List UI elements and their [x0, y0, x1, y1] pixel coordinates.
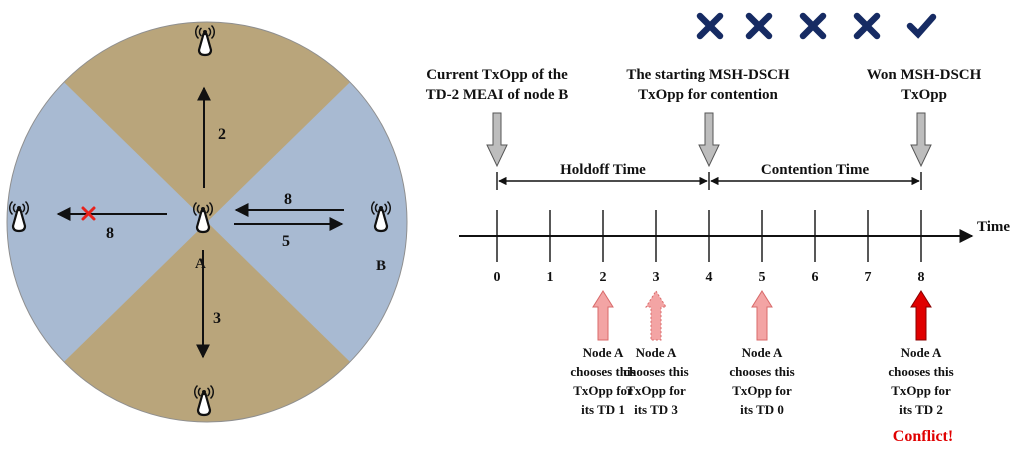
conflict-label: Conflict! [893, 428, 953, 444]
header-current-line1: Current TxOpp of the [426, 67, 568, 83]
time-axis-label: Time [977, 219, 1010, 235]
note-text-line: chooses this [888, 364, 953, 379]
check-mark-icon [906, 13, 937, 39]
contention-label: Contention Time [761, 162, 870, 178]
tick-label: 0 [494, 270, 501, 285]
gray-pointer-arrows [486, 112, 932, 168]
note-text-line: TxOpp for [573, 383, 633, 398]
note-text-line: Node A [583, 345, 624, 360]
tick-label: 1 [547, 270, 554, 285]
status-marks [696, 12, 937, 40]
span-brackets [496, 172, 922, 190]
label-down: 3 [213, 310, 221, 327]
note-text-line: chooses this [623, 364, 688, 379]
note-text-line: its TD 2 [899, 402, 943, 417]
label-up: 2 [218, 126, 226, 143]
note-text-line: its TD 0 [740, 402, 784, 417]
blocked-cross-icon [81, 206, 96, 221]
timeline-headers: Current TxOpp of the TD-2 MEAI of node B… [426, 67, 982, 103]
note-text-line: TxOpp for [626, 383, 686, 398]
note-text-line: TxOpp for [732, 383, 792, 398]
node-a-label: A [195, 256, 206, 272]
axis-ticks: 0 1 2 3 4 5 6 7 8 [494, 210, 925, 285]
note-text-line: Node A [901, 345, 942, 360]
note-text-line: its TD 1 [581, 402, 625, 417]
header-start-line1: The starting MSH-DSCH [626, 67, 790, 83]
note-text-line: Node A [742, 345, 783, 360]
selection-arrow-icon [751, 290, 773, 341]
topology-circle: 2 3 8 8 5 A B [6, 21, 408, 423]
label-a-to-b: 5 [282, 233, 290, 250]
note-text-line: chooses this [729, 364, 794, 379]
label-b-to-a: 8 [284, 191, 292, 208]
header-start-line2: TxOpp for contention [638, 87, 778, 103]
label-left: 8 [106, 225, 114, 242]
selection-arrow-icon [910, 290, 932, 341]
tick-label: 6 [812, 270, 819, 285]
node-b-label: B [376, 258, 386, 274]
x-mark-icon [799, 12, 827, 40]
tick-label: 8 [918, 270, 925, 285]
circle-outline [6, 21, 408, 423]
pointer-start-icon [698, 112, 720, 168]
selection-arrow-icon [645, 290, 667, 341]
note-text-line: chooses this [570, 364, 635, 379]
holdoff-label: Holdoff Time [560, 162, 646, 178]
x-mark-icon [745, 12, 773, 40]
selection-arrow-icon [592, 290, 614, 341]
pointer-won-icon [910, 112, 932, 168]
note-text-line: Node A [636, 345, 677, 360]
tick-label: 2 [600, 270, 607, 285]
x-mark-icon [696, 12, 724, 40]
x-mark-icon [853, 12, 881, 40]
tick-label: 3 [653, 270, 660, 285]
header-won-line1: Won MSH-DSCH [867, 67, 982, 83]
header-won-line2: TxOpp [901, 87, 947, 103]
note-text-line: TxOpp for [891, 383, 951, 398]
tick-label: 4 [706, 270, 713, 285]
pointer-current-icon [486, 112, 508, 168]
tick-label: 5 [759, 270, 766, 285]
note-text-line: its TD 3 [634, 402, 678, 417]
tick-label: 7 [865, 270, 872, 285]
header-current-line2: TD-2 MEAI of node B [426, 87, 569, 103]
